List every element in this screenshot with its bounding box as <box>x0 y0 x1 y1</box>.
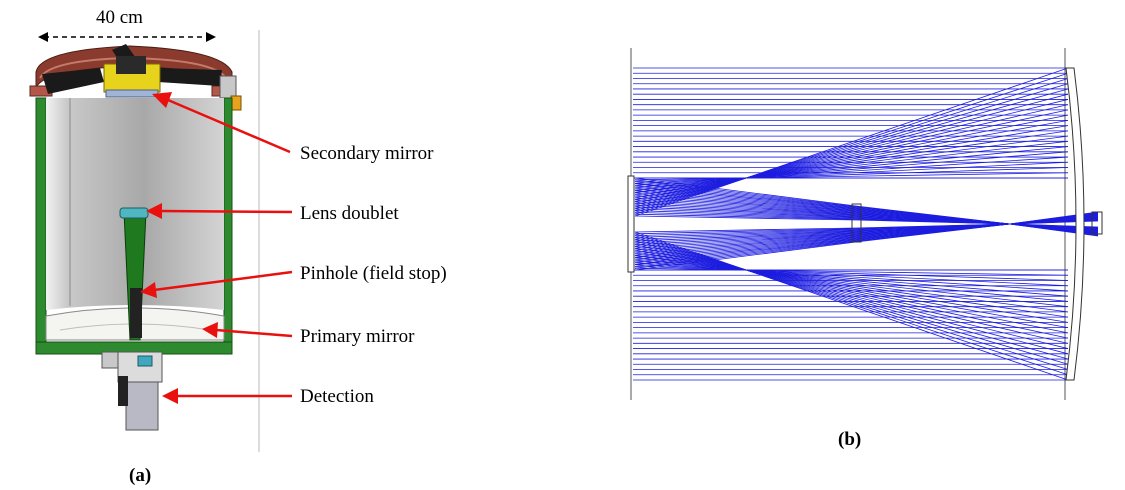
ray <box>634 215 857 221</box>
ray <box>634 188 857 211</box>
label-pinhole: Pinhole (field stop) <box>300 263 447 284</box>
ray <box>634 237 1069 365</box>
ray <box>634 236 857 256</box>
caption-b: (b) <box>838 429 862 450</box>
ray <box>634 109 1069 202</box>
ray <box>634 186 857 210</box>
ray <box>634 195 857 214</box>
ray <box>634 201 857 216</box>
secondary-mount <box>103 56 161 98</box>
ray <box>634 244 1069 344</box>
ray <box>634 213 857 220</box>
ray <box>634 251 1069 323</box>
ray <box>634 167 1069 183</box>
ray <box>634 260 1069 297</box>
ray <box>634 235 857 255</box>
ray <box>855 223 1011 243</box>
ray-secondary-mirror <box>627 175 635 273</box>
ray <box>634 233 1069 376</box>
ray <box>634 255 1069 313</box>
ray <box>634 211 857 220</box>
ray <box>634 72 1069 215</box>
ray <box>634 192 857 212</box>
ray <box>634 172 1069 181</box>
ray <box>634 230 857 242</box>
ray <box>634 237 857 260</box>
dimension-label: 40 cm <box>96 7 143 28</box>
ray <box>634 234 857 253</box>
ray <box>634 183 857 209</box>
ray-lens-doublet <box>851 203 862 243</box>
tube-body <box>35 97 233 355</box>
ray <box>634 125 1069 197</box>
ray <box>634 238 857 264</box>
panel-b-drawing <box>627 48 1103 400</box>
dimension-arrow <box>38 32 216 42</box>
ray <box>634 232 857 247</box>
ray <box>634 156 1069 186</box>
ray <box>634 208 857 218</box>
ray <box>634 239 857 265</box>
ray <box>634 184 857 210</box>
ray <box>634 104 1069 204</box>
ray <box>634 236 857 258</box>
label-secondary-mirror: Secondary mirror <box>300 143 434 164</box>
ray <box>634 135 1069 193</box>
detection-assembly <box>101 351 163 431</box>
ray <box>634 246 1069 339</box>
ray <box>634 240 857 269</box>
ray <box>634 232 857 246</box>
ray <box>634 206 857 218</box>
ray <box>634 249 1069 329</box>
ray <box>634 240 1069 355</box>
label-primary-mirror: Primary mirror <box>300 326 415 347</box>
ray <box>634 193 857 213</box>
ray <box>634 140 1069 192</box>
ray <box>634 265 1069 281</box>
caption-a: (a) <box>129 465 152 486</box>
ray <box>634 238 857 262</box>
ray <box>634 262 1069 292</box>
ray <box>634 210 857 219</box>
ray <box>634 119 1069 199</box>
label-detection: Detection <box>300 386 374 407</box>
ray <box>634 241 857 271</box>
ray <box>634 179 857 208</box>
ray-detector <box>1091 211 1103 235</box>
ray <box>634 227 857 233</box>
ray <box>634 231 857 244</box>
ray <box>634 228 857 237</box>
ray <box>634 197 857 214</box>
label-lens-doublet: Lens doublet <box>300 203 399 224</box>
ray <box>634 151 1069 188</box>
ray <box>634 267 1069 276</box>
ray <box>634 240 857 267</box>
ray <box>634 93 1069 208</box>
ray <box>634 177 857 207</box>
ray <box>634 233 857 249</box>
ray <box>634 199 857 215</box>
ray <box>634 83 1069 211</box>
ray <box>855 205 1011 225</box>
ray <box>634 230 857 240</box>
ray <box>634 234 857 251</box>
central-tube <box>119 207 149 341</box>
ray <box>634 190 857 212</box>
ray <box>634 256 1069 308</box>
ray-primary-mirror <box>1065 67 1085 381</box>
ray <box>634 229 857 238</box>
ray <box>634 228 857 235</box>
ray <box>634 204 857 217</box>
pointer-arrows <box>140 92 293 404</box>
ray <box>634 202 857 216</box>
ray <box>634 181 857 208</box>
